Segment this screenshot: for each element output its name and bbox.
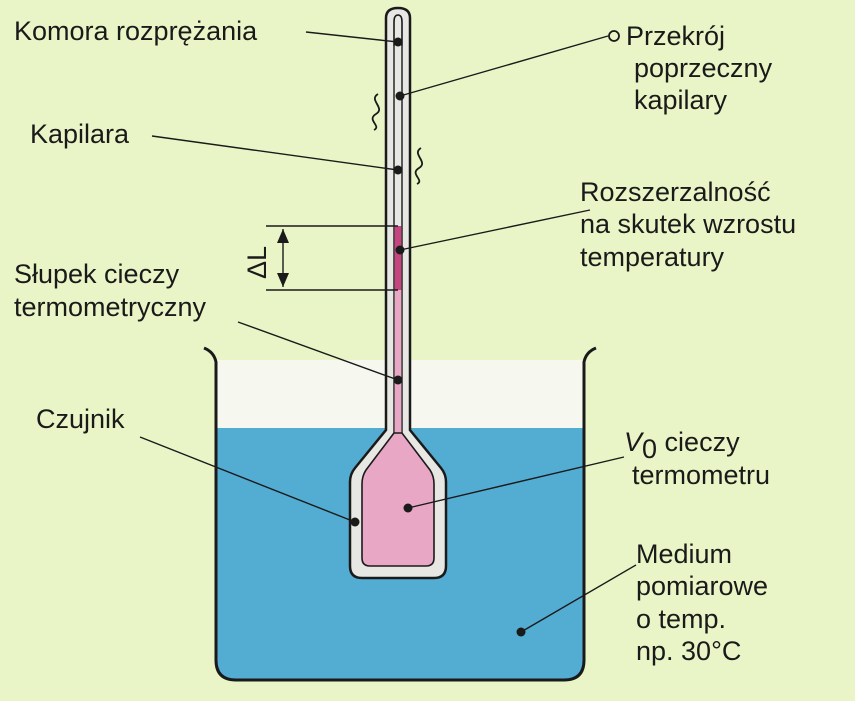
thermometer xyxy=(348,6,448,580)
label-cross-section-line2: poprzeczny xyxy=(634,53,773,83)
dot-liquid-column xyxy=(393,375,403,385)
dot-expansion xyxy=(395,245,405,255)
beaker-wall xyxy=(203,346,597,682)
expansion-segment xyxy=(394,226,402,290)
label-expansion-line2: na skutek wzrostu xyxy=(580,209,796,239)
label-liquid-column-line1: Słupek cieczy xyxy=(14,259,180,289)
label-delta-l: ΔL xyxy=(242,246,272,279)
label-volume-line2: termometru xyxy=(632,460,770,490)
leader-expansion xyxy=(399,209,591,251)
label-medium-line3: o temp. xyxy=(636,604,726,634)
dot-capillary xyxy=(393,165,403,175)
label-volume-line1: V0 cieczy xyxy=(624,427,740,464)
arrow-up-icon xyxy=(277,229,289,243)
label-medium-line1: Medium xyxy=(636,539,732,569)
label-capillary: Kapilara xyxy=(30,119,130,149)
leader-cross-section xyxy=(399,35,609,97)
leader-medium xyxy=(520,564,637,633)
break-mark-right xyxy=(414,147,424,185)
leader-liquid-column xyxy=(237,321,399,381)
break-mark-left xyxy=(371,93,381,131)
leader-capillary xyxy=(151,135,399,171)
leader-expansion-chamber xyxy=(305,31,399,43)
label-expansion-line1: Rozszerzalność xyxy=(580,177,771,207)
label-medium-line2: pomiarowe xyxy=(636,571,768,601)
open-circle-icon xyxy=(608,30,620,42)
leader-sensor xyxy=(139,436,356,523)
dot-cross-section xyxy=(395,91,405,101)
dot-expansion-chamber xyxy=(393,37,403,47)
label-medium-line4: np. 30°C xyxy=(636,636,741,666)
volume-rest: cieczy xyxy=(657,427,740,457)
arrow-down-icon xyxy=(277,273,289,287)
delta-l-dimension xyxy=(266,225,398,291)
dot-volume xyxy=(403,503,413,513)
volume-subscript: 0 xyxy=(642,434,657,464)
expansion-chamber-shape xyxy=(393,14,403,46)
liquid-column xyxy=(394,290,402,435)
label-expansion-line3: temperatury xyxy=(580,242,725,272)
dot-medium xyxy=(516,627,526,637)
volume-symbol: V xyxy=(624,427,645,457)
label-cross-section-line3: kapilary xyxy=(634,85,728,115)
label-liquid-column-line2: termometryczny xyxy=(14,292,207,322)
dot-sensor xyxy=(350,517,360,527)
sensor-bulb xyxy=(361,432,435,567)
label-expansion-chamber: Komora rozprężania xyxy=(14,16,258,46)
label-cross-section-line1: Przekrój xyxy=(626,21,725,51)
leader-volume xyxy=(407,456,625,509)
label-sensor: Czujnik xyxy=(36,404,125,434)
